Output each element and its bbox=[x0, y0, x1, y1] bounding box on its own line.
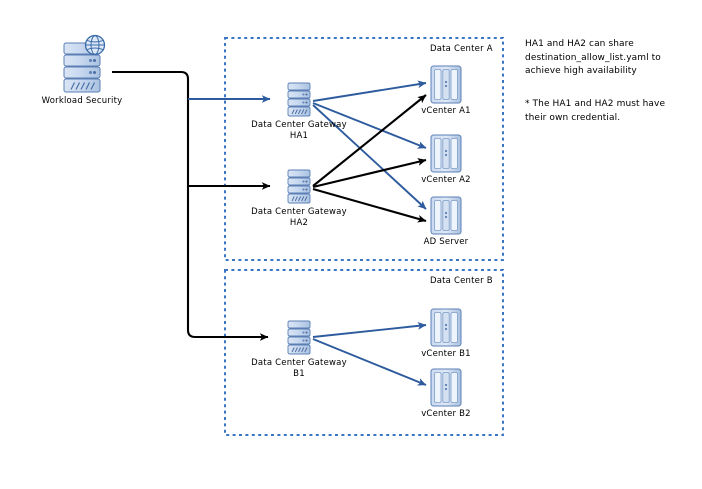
zone-label-data-center-b: Data Center B bbox=[430, 276, 493, 286]
link-ha2-vcenter-a2 bbox=[312, 158, 427, 189]
vcenter-tower-icon-vcenter-b2[interactable] bbox=[430, 368, 462, 407]
link-ha1-vcenter-a1 bbox=[312, 80, 427, 102]
gateway-server-icon-ha2[interactable] bbox=[287, 169, 311, 204]
vcenter-tower-icon-ad-server[interactable] bbox=[430, 196, 462, 235]
note-credential: * The HA1 and HA2 must have their own cr… bbox=[525, 99, 669, 123]
gateway-server-icon-b1[interactable] bbox=[287, 320, 311, 355]
workload-security-icon[interactable] bbox=[63, 34, 106, 93]
vcenter-tower-icon-vcenter-a2[interactable] bbox=[430, 134, 462, 173]
link-ha2-ad-server bbox=[312, 187, 427, 223]
link-ha2-vcenter-a1 bbox=[312, 94, 427, 187]
link-ha1-ad-server bbox=[312, 104, 427, 210]
link-ha1-vcenter-a2 bbox=[312, 102, 427, 149]
zone-label-data-center-a: Data Center A bbox=[430, 44, 493, 54]
link-b1-vcenter-b1 bbox=[312, 321, 427, 338]
trunk-main bbox=[112, 70, 269, 341]
link-b1-vcenter-b2 bbox=[312, 338, 427, 386]
vcenter-tower-icon-vcenter-b1[interactable] bbox=[430, 308, 462, 347]
gateway-server-icon-ha1[interactable] bbox=[287, 82, 311, 117]
note-high-availability: HA1 and HA2 can share destination_allow_… bbox=[525, 39, 664, 76]
zone-box-data-center-b bbox=[224, 269, 504, 436]
vcenter-tower-icon-vcenter-a1[interactable] bbox=[430, 65, 462, 104]
